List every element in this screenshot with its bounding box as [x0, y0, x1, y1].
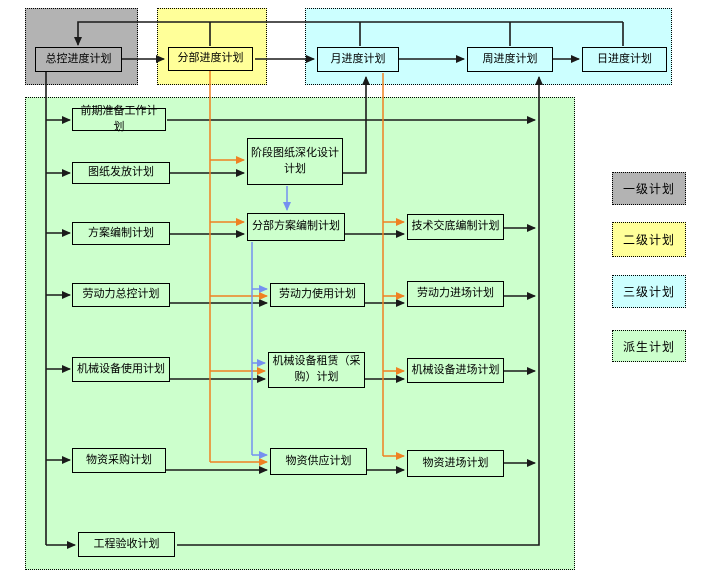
- node-stage-drawing-plan: 阶段图纸深化设计计划: [247, 138, 343, 185]
- node-weekly-schedule: 周进度计划: [467, 47, 553, 72]
- legend-item-level2: 二级计划: [612, 222, 686, 257]
- node-acceptance-plan: 工程验收计划: [78, 532, 175, 557]
- node-tech-disclosure-plan: 技术交底编制计划: [407, 214, 504, 240]
- node-equipment-use-plan: 机械设备使用计划: [72, 357, 170, 382]
- node-daily-schedule: 日进度计划: [582, 47, 667, 72]
- legend-item-derived: 派生计划: [612, 330, 686, 362]
- node-division-schedule: 分部进度计划: [168, 47, 253, 71]
- node-equipment-rental-plan: 机械设备租赁（采购）计划: [268, 352, 365, 388]
- node-labor-master-plan: 劳动力总控计划: [72, 283, 170, 307]
- node-master-schedule: 总控进度计划: [35, 47, 122, 72]
- region-level2-plan: [157, 8, 267, 85]
- node-material-entry-plan: 物资进场计划: [407, 450, 504, 477]
- node-monthly-schedule: 月进度计划: [317, 47, 399, 72]
- node-labor-entry-plan: 劳动力进场计划: [407, 281, 504, 307]
- node-prep-plan: 前期准备工作计划: [72, 105, 166, 133]
- node-labor-use-plan: 劳动力使用计划: [270, 283, 365, 307]
- region-level1-plan: [25, 8, 138, 85]
- node-division-scheme-plan: 分部方案编制计划: [247, 213, 345, 241]
- legend-item-level3: 三级计划: [612, 275, 686, 308]
- node-equipment-entry-plan: 机械设备进场计划: [407, 358, 504, 383]
- node-material-supply-plan: 物资供应计划: [270, 448, 367, 475]
- node-drawing-release-plan: 图纸发放计划: [72, 162, 170, 184]
- legend-item-level1: 一级计划: [612, 172, 686, 205]
- node-scheme-plan: 方案编制计划: [72, 222, 170, 245]
- node-material-purchase-plan: 物资采购计划: [72, 448, 166, 473]
